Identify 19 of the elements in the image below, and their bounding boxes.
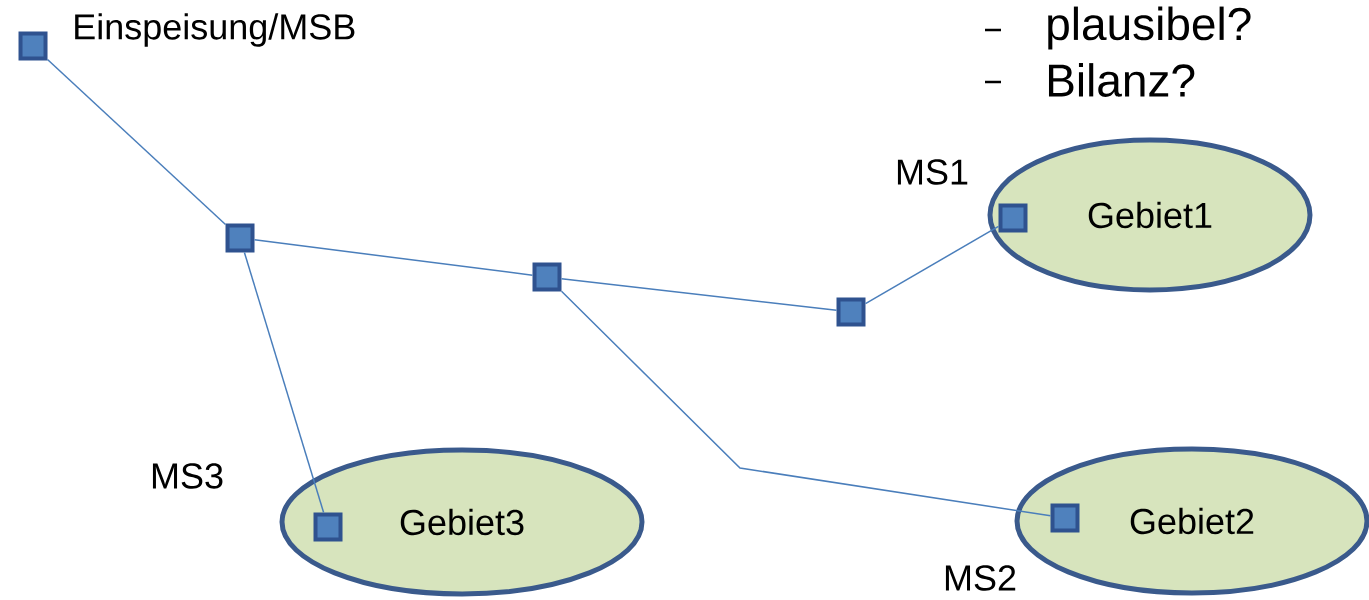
square-node (998, 203, 1028, 233)
connector-line (560, 277, 838, 312)
square-node (836, 297, 866, 327)
node-label: MS3 (152, 463, 223, 489)
node-label: MS1 (897, 159, 968, 185)
note-text: Bilanz? (1049, 63, 1195, 97)
square-node (1050, 503, 1080, 533)
connector-line (864, 225, 1000, 305)
note-text: plausibel? (1048, 6, 1251, 50)
connector-line (253, 239, 534, 276)
square-node (313, 512, 343, 542)
node-label: MS2 (945, 565, 1016, 591)
square-node (18, 31, 48, 61)
connector-line (46, 58, 227, 226)
connector-line (560, 290, 1052, 517)
square-node (225, 223, 255, 253)
node-label: Einspeisung/MSB (75, 13, 355, 47)
square-node (532, 262, 562, 292)
connector-line (243, 251, 325, 514)
